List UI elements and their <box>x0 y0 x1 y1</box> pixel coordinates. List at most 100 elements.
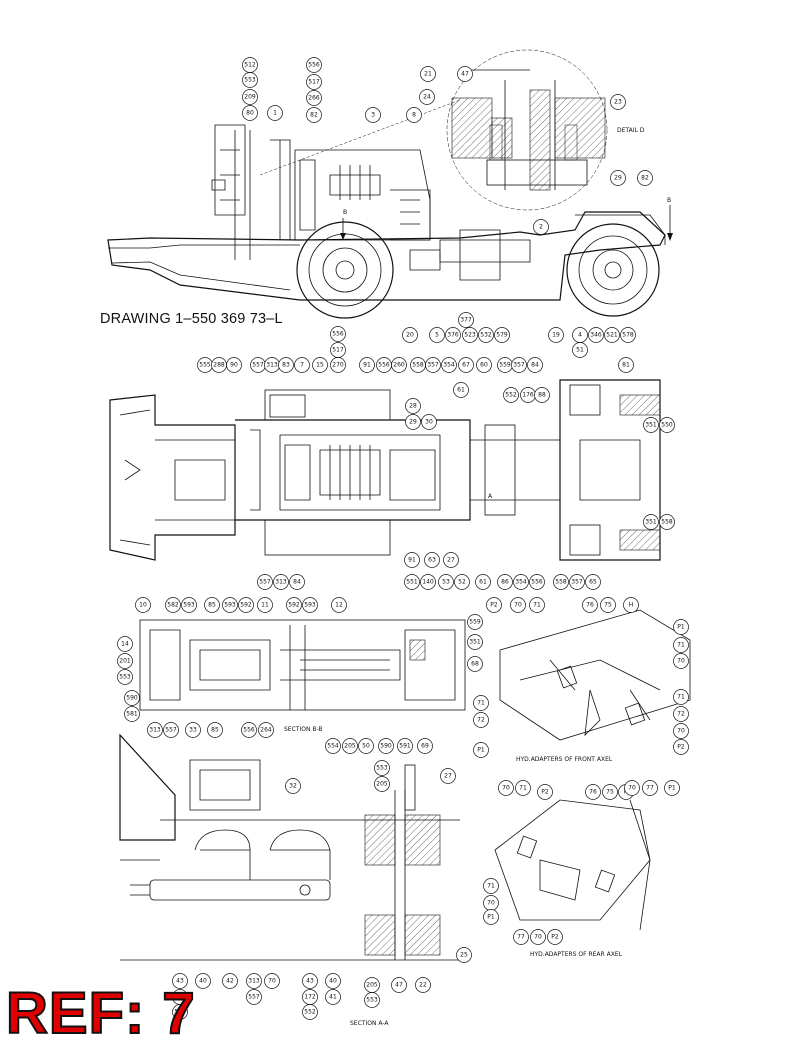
callout-section_b-15: 553 <box>117 669 133 685</box>
callout-hyd_front-7: 71 <box>673 637 689 653</box>
callout-bubble <box>358 738 374 754</box>
callout-number: 71 <box>677 694 685 701</box>
callout-bubble <box>195 973 211 989</box>
callout-side-6: 517 <box>306 74 322 90</box>
callout-hyd_rear-1: 71 <box>515 780 531 796</box>
callout-number: 590 <box>380 743 392 750</box>
callout-number: 43 <box>176 978 184 985</box>
callout-top-15: 357 <box>425 357 441 373</box>
callout-top-25: 88 <box>534 387 550 403</box>
callout-top-39: 84 <box>289 574 305 590</box>
callout-number: P1 <box>668 785 676 792</box>
callout-bubble <box>610 170 626 186</box>
callout-top-23: 552 <box>503 387 519 403</box>
callout-number: 376 <box>447 332 459 339</box>
callout-top-38: 313 <box>273 574 289 590</box>
callout-bubble <box>547 929 563 945</box>
callout-number: 172 <box>174 994 186 1001</box>
callout-side-11: 21 <box>420 66 436 82</box>
callout-number: 201 <box>119 658 131 665</box>
callout-section_b-1: 582 <box>165 597 181 613</box>
callout-bubble <box>443 552 459 568</box>
callout-bubble <box>637 170 653 186</box>
callout-section_b-27: 590 <box>378 738 394 754</box>
callout-number: 85 <box>211 727 219 734</box>
detail-d-title: DETAIL D <box>617 127 645 134</box>
callout-number: 558 <box>555 579 567 586</box>
callout-number: P2 <box>677 744 685 751</box>
callout-number: 558 <box>661 519 673 526</box>
callout-number: 205 <box>344 743 356 750</box>
callout-bubble <box>278 357 294 373</box>
callout-hyd_rear-8: P1 <box>664 780 680 796</box>
callout-bubble <box>513 929 529 945</box>
callout-number: 5 <box>435 332 439 339</box>
callout-bubble <box>342 738 358 754</box>
callout-bubble <box>117 669 133 685</box>
section-b-marker: B <box>343 209 347 216</box>
callout-bubble <box>405 398 421 414</box>
callout-number: 29 <box>409 419 417 426</box>
callout-top-29: 30 <box>421 414 437 430</box>
callout-bubble <box>553 574 569 590</box>
callout-bubble <box>402 327 418 343</box>
callout-bubble <box>582 597 598 613</box>
callout-number: 555 <box>199 362 211 369</box>
callout-bubble <box>467 634 483 650</box>
callout-hyd_front-9: 71 <box>473 695 489 711</box>
callout-top-7: 83 <box>278 357 294 373</box>
callout-top-13: 260 <box>391 357 407 373</box>
callout-number: 91 <box>408 557 416 564</box>
callout-number: 556 <box>531 579 543 586</box>
side-view: B B <box>107 124 673 319</box>
callout-top-30: 351 <box>643 417 659 433</box>
callout-bubble <box>610 94 626 110</box>
callout-number: 70 <box>534 934 542 941</box>
callout-number: 25 <box>460 952 468 959</box>
callout-top-11: 91 <box>359 357 375 373</box>
callout-bubble <box>503 387 519 403</box>
callout-top-5: 557 <box>250 357 266 373</box>
callout-hyd_front-6: P1 <box>673 619 689 635</box>
callout-bubble <box>207 722 223 738</box>
callout-bubble <box>600 597 616 613</box>
callout-top-31: 550 <box>659 417 675 433</box>
callout-number: 86 <box>501 579 509 586</box>
callout-number: 521 <box>606 332 618 339</box>
callout-bubble <box>267 105 283 121</box>
callout-bubble <box>163 722 179 738</box>
callout-number: 20 <box>406 332 414 339</box>
callout-bubble <box>302 597 318 613</box>
callout-top-48: 558 <box>553 574 569 590</box>
callout-number: 70 <box>487 900 495 907</box>
callout-bubble <box>467 656 483 672</box>
detail-d: DETAIL D <box>259 49 645 211</box>
callout-number: 67 <box>462 362 470 369</box>
callout-number: 47 <box>461 71 469 78</box>
callout-hyd_rear-0: 70 <box>498 780 514 796</box>
callout-number: 82 <box>641 175 649 182</box>
callout-side-29: 578 <box>620 327 636 343</box>
callout-number: 260 <box>393 362 405 369</box>
callout-number: 2 <box>539 224 543 231</box>
callout-hyd_rear-12: 77 <box>513 929 529 945</box>
callout-bubble <box>534 387 550 403</box>
callout-number: 593 <box>224 602 236 609</box>
callout-number: 85 <box>208 602 216 609</box>
callout-bubble <box>312 357 328 373</box>
callout-number: 593 <box>183 602 195 609</box>
callout-number: 27 <box>447 557 455 564</box>
callout-top-4: 90 <box>226 357 242 373</box>
callout-top-3: 288 <box>211 357 227 373</box>
callout-bubble <box>222 597 238 613</box>
callout-bubble <box>441 357 457 373</box>
callout-number: 351 <box>645 422 657 429</box>
callout-section_a-4: 25 <box>456 947 472 963</box>
callout-top-17: 67 <box>458 357 474 373</box>
callout-bubble <box>405 414 421 430</box>
callout-bubble <box>181 597 197 613</box>
hyd-adapters-rear: HYD.ADAPTERS OF REAR AXEL <box>494 799 651 958</box>
callout-section_b-29: 69 <box>417 738 433 754</box>
callout-section_b-16: 590 <box>124 690 140 706</box>
callout-section_b-17: 581 <box>124 706 140 722</box>
